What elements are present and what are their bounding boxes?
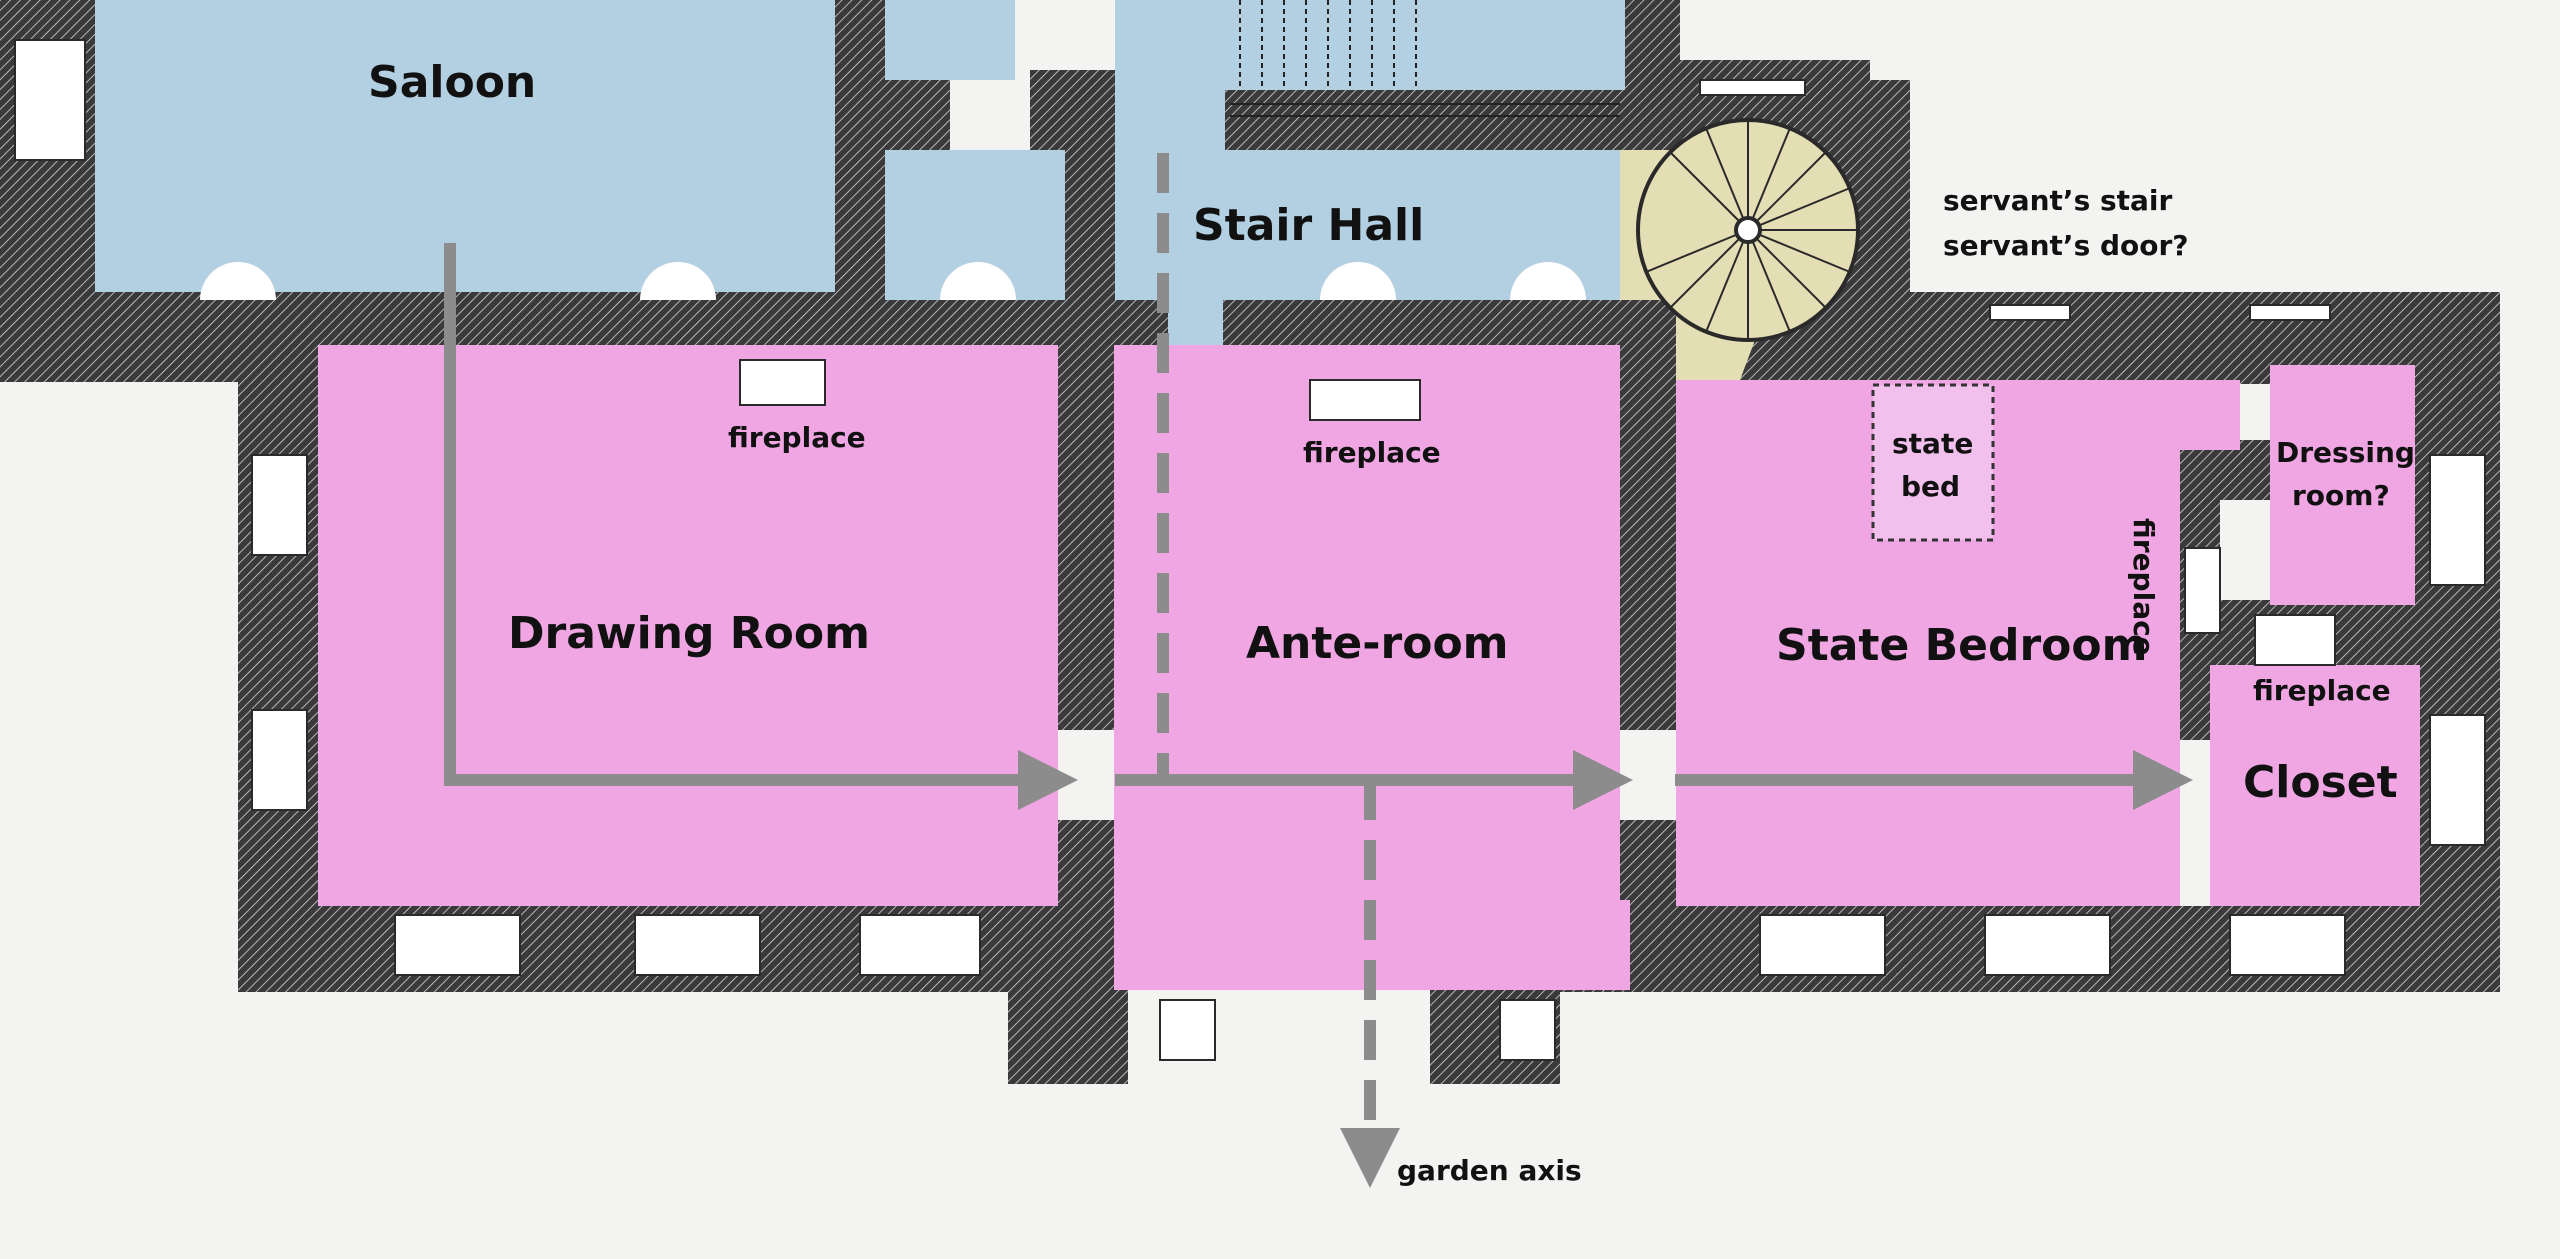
state-bed-outline: [1871, 383, 1995, 542]
fireplace-bedroom-label: fireplace: [2127, 518, 2160, 656]
dressing-room-label-1: Dressing: [2276, 436, 2415, 469]
closet-fill: [2210, 665, 2420, 906]
saloon-label: Saloon: [368, 57, 536, 108]
spiral-stair: [1636, 118, 1860, 342]
niches: [200, 262, 1586, 300]
windows: [14, 39, 2486, 1061]
stair-hall-steps: [1230, 0, 1620, 117]
labels: Saloon Stair Hall Drawing Room Ante-room…: [368, 57, 2415, 1187]
saloon-to-ante-arrow: [444, 243, 1078, 810]
room-fills: [95, 0, 2420, 990]
dressing-room-label-2: room?: [2292, 479, 2390, 512]
state-bed-label-1: state: [1892, 427, 1973, 460]
closet-label: Closet: [2243, 757, 2398, 808]
fireplace-ante-label: fireplace: [1303, 436, 1441, 469]
fireplace-drawing-label: fireplace: [728, 421, 866, 454]
ante-room-label: Ante-room: [1246, 618, 1509, 669]
fireplace-closet-label: fireplace: [2253, 674, 2391, 707]
servants-door-label: servant’s door?: [1943, 229, 2189, 262]
state-bed-label-2: bed: [1901, 470, 1960, 503]
servants-stair-label: servant’s stair: [1943, 184, 2173, 217]
drawing-room-fill: [318, 345, 1058, 906]
state-bedroom-label: State Bedroom: [1776, 620, 2148, 671]
drawing-room-label: Drawing Room: [508, 608, 870, 659]
saloon-fill: [95, 0, 835, 292]
dressing-room-fill: [2270, 365, 2415, 605]
circulation-arrows: [444, 153, 2193, 1188]
garden-axis-label: garden axis: [1397, 1154, 1582, 1187]
stair-hall-label: Stair Hall: [1193, 200, 1424, 251]
